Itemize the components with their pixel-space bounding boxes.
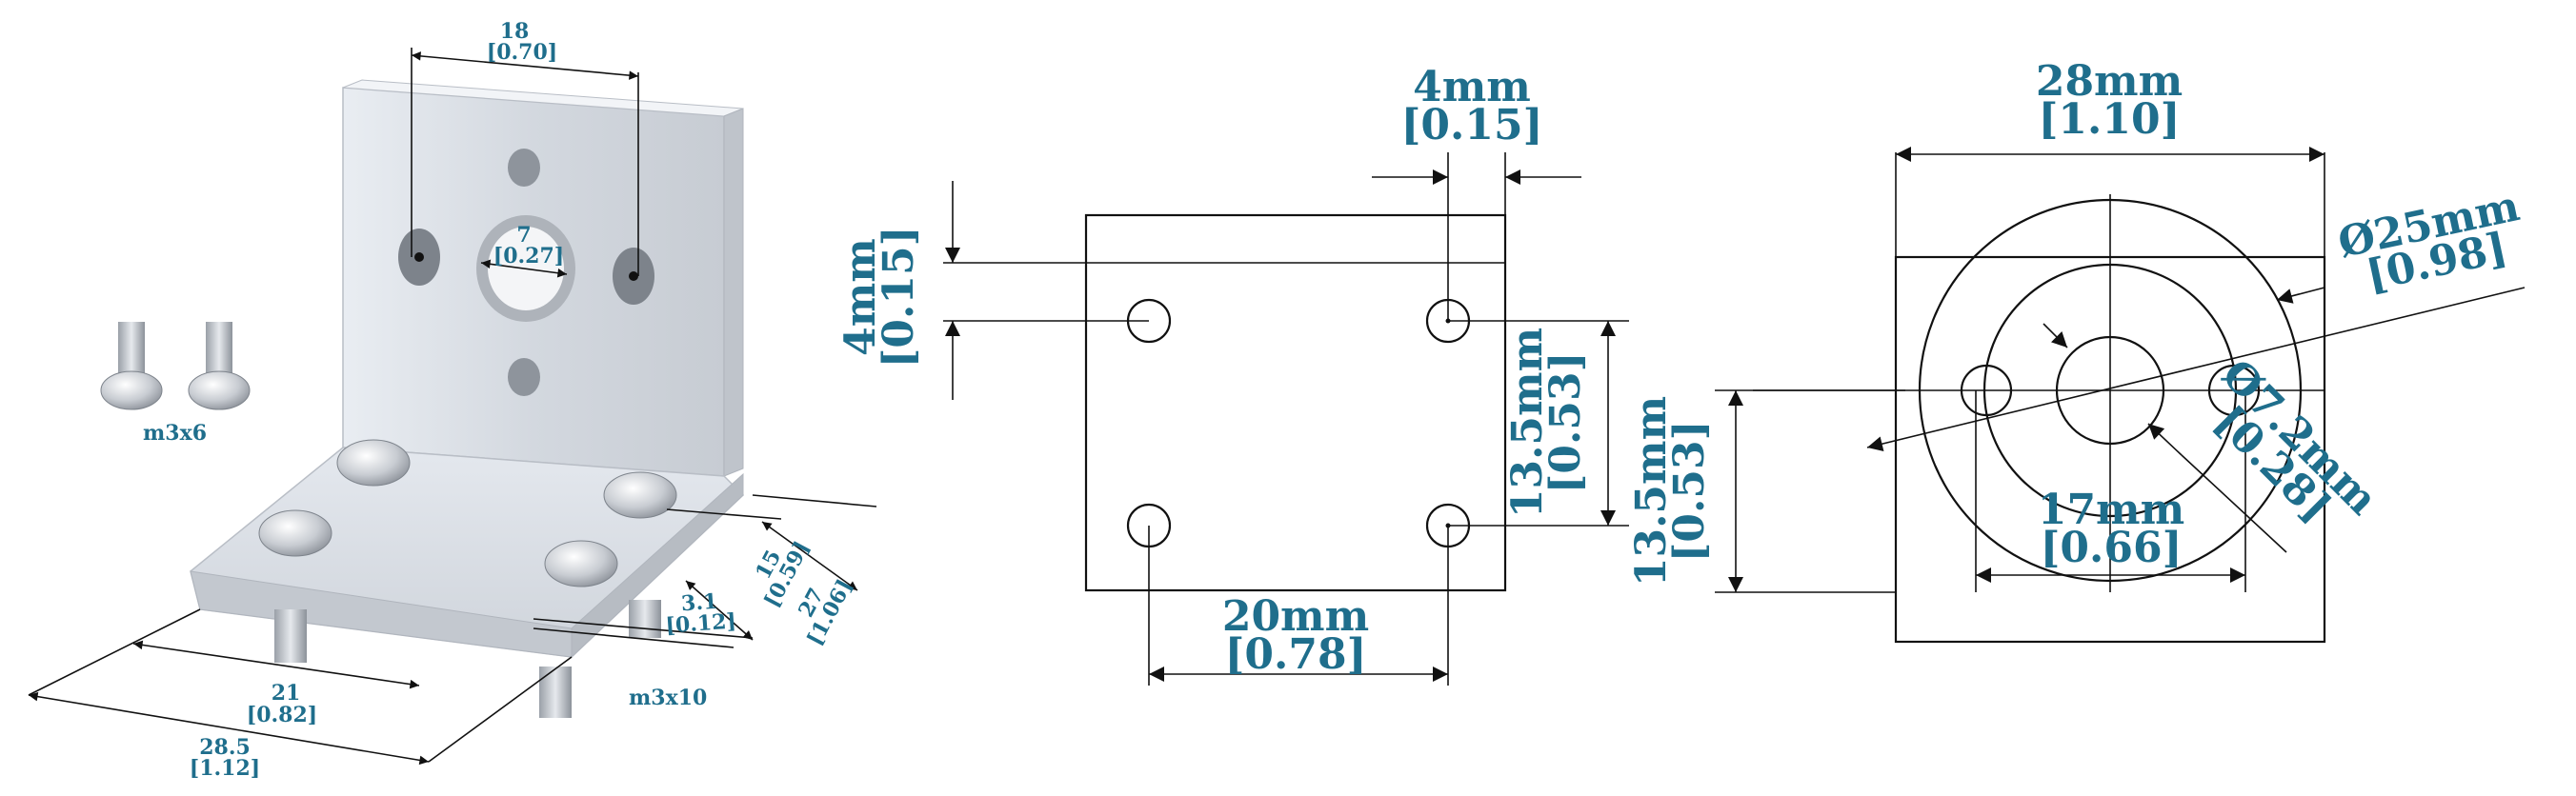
screw-head-icon — [544, 540, 618, 587]
svg-text:[0.15]: [0.15] — [875, 227, 923, 368]
svg-text:[0.53]: [0.53] — [1665, 421, 1714, 563]
outer-dim-label: 13.5mm [0.53] — [1627, 396, 1714, 587]
svg-text:21: 21 — [272, 681, 301, 706]
loose-screws-m3x6 — [100, 322, 251, 410]
vertical-plate — [342, 79, 744, 477]
svg-text:[0.15]: [0.15] — [1401, 101, 1543, 149]
svg-text:3.1: 3.1 — [680, 589, 718, 617]
svg-text:18: 18 — [500, 19, 530, 44]
iso-dim-base-front: 21 [0.82] — [247, 681, 317, 727]
iso-dim-side-small: 3.1 [0.12] — [665, 589, 737, 639]
svg-text:[0.12]: [0.12] — [665, 608, 737, 638]
screw-head-icon — [603, 471, 677, 519]
svg-text:[0.27]: [0.27] — [493, 244, 564, 269]
svg-text:28mm: 28mm — [2036, 57, 2183, 106]
svg-text:7: 7 — [516, 223, 531, 248]
svg-text:13.5mm: 13.5mm — [1627, 396, 1676, 587]
iso-dim-base-width: 28.5 [1.12] — [190, 735, 260, 781]
screw-head-icon — [100, 370, 163, 410]
iso-dim-top-width: 18 [0.70] — [487, 19, 557, 65]
screw-head-icon — [336, 439, 411, 487]
side-dim-top-offset: 4mm [0.15] — [1401, 63, 1543, 149]
screw-label-m3x6: m3x6 — [143, 421, 207, 446]
svg-text:[0.53]: [0.53] — [1541, 352, 1590, 494]
iso-dimension-lines — [28, 48, 877, 766]
svg-text:[0.70]: [0.70] — [487, 40, 557, 65]
svg-text:[0.82]: [0.82] — [247, 703, 317, 727]
side-dim-left-offset: 4mm [0.15] — [836, 227, 923, 368]
side-view-plate — [943, 152, 1629, 686]
front-dim-outer-circle: Ø25mm [0.98] — [2334, 182, 2524, 301]
screw-label-m3x10: m3x10 — [629, 686, 707, 710]
svg-text:4mm: 4mm — [1413, 63, 1531, 111]
base-screws — [258, 439, 677, 718]
side-dim-hole-spacing-v-inner: 13.5mm [0.53] — [1503, 328, 1590, 518]
svg-text:[1.12]: [1.12] — [190, 756, 260, 781]
svg-text:28.5: 28.5 — [199, 735, 251, 760]
front-dim-hole-spacing-v-outer — [1715, 389, 1905, 593]
svg-text:4mm: 4mm — [836, 238, 885, 356]
svg-text:20mm: 20mm — [1222, 592, 1369, 641]
svg-text:[1.10]: [1.10] — [2039, 95, 2181, 144]
iso-dim-center-hole: 7 [0.27] — [493, 223, 564, 269]
svg-text:13.5mm: 13.5mm — [1503, 328, 1552, 518]
front-dim-inner-circle: Ø7.2mm [0.28] — [2205, 350, 2386, 531]
svg-text:[0.66]: [0.66] — [2041, 524, 2183, 572]
svg-text:17mm: 17mm — [2038, 486, 2184, 534]
screw-head-icon — [258, 509, 332, 557]
side-dim-hole-spacing-h: 20mm [0.78] — [1222, 592, 1369, 679]
screw-head-icon — [188, 370, 251, 410]
front-dim-hole-spacing: 17mm [0.66] — [2038, 486, 2184, 572]
front-dim-width: 28mm [1.10] — [2036, 57, 2183, 144]
isometric-bracket-view: m3x6 m3x10 18 [0.70] 7 [0.27] — [28, 19, 877, 781]
svg-text:[0.78]: [0.78] — [1225, 630, 1367, 679]
